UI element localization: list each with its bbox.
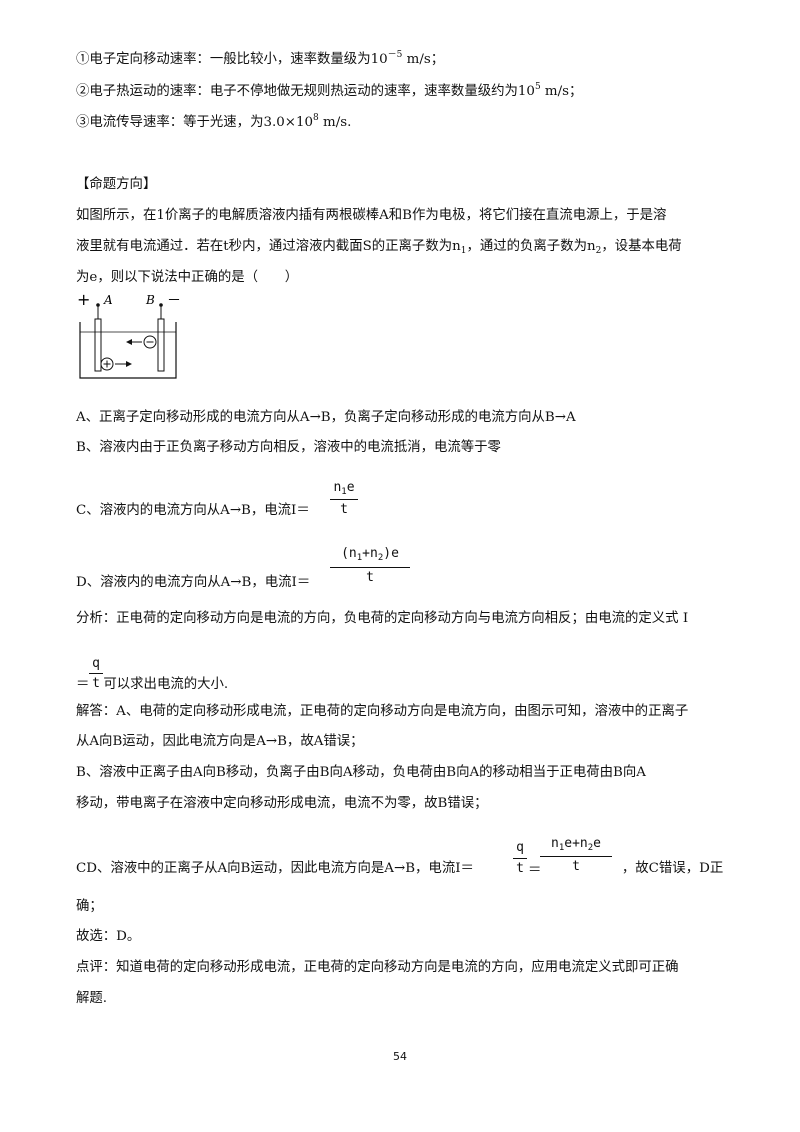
electrolysis-cell-figure: + A B － bbox=[77, 292, 181, 379]
answer-line-1: 解答：A、电荷的定向移动形成电流，正电荷的定向移动方向是电流方向，由图示可知，溶… bbox=[76, 704, 689, 719]
answer-q-over-t: q t bbox=[513, 840, 527, 878]
answer-line-3: B、溶液中正离子由A向B移动，负离子由B向A移动，负电荷由B向A的移动相当于正电… bbox=[76, 765, 646, 780]
answer-line-2: 从A向B运动，因此电流方向是A→B，故A错误； bbox=[76, 734, 364, 749]
option-a: A、正离子定向移动形成的电流方向从A→B，负离子定向移动形成的电流方向从B→A bbox=[76, 410, 576, 425]
negative-ion-icon bbox=[143, 335, 157, 349]
electrode-rod-a bbox=[94, 318, 102, 372]
section-heading: 【命题方向】 bbox=[76, 177, 157, 192]
fraction-bar bbox=[89, 673, 103, 674]
option-c: C、溶液内的电流方向从A→B，电流I＝ bbox=[76, 503, 310, 518]
negative-terminal-label: － bbox=[167, 293, 181, 309]
fraction-bar bbox=[330, 567, 410, 568]
beaker bbox=[79, 322, 177, 379]
fraction-bar bbox=[513, 858, 527, 859]
question-line-2: 液里就有电流通过．若在t秒内，通过溶液内截面S的正离子数为n1，通过的负离子数为… bbox=[76, 239, 682, 256]
answer-cd-fraction: n1e+n2e t bbox=[540, 836, 612, 880]
answer-line-4: 移动，带电离子在溶液中定向移动形成电流，电流不为零，故B错误； bbox=[76, 796, 488, 811]
option-d-fraction: (n1+n2)e t bbox=[330, 546, 410, 590]
option-d: D、溶液内的电流方向从A→B，电流I＝ bbox=[76, 575, 311, 590]
comment-line-1: 点评：知道电荷的定向移动形成电流，正电荷的定向移动方向是电流的方向，应用电流定义… bbox=[76, 960, 679, 975]
analysis-line-1: 分析：正电荷的定向移动方向是电流的方向，负电荷的定向移动方向与电流方向相反；由电… bbox=[76, 611, 689, 626]
answer-line-6: 确； bbox=[76, 899, 103, 914]
intro-item-3: ③电流传导速率：等于光速，为3.0×108 m/s. bbox=[76, 113, 352, 131]
answer-choice: 故选：D。 bbox=[76, 929, 141, 944]
answer-equals: ＝ bbox=[528, 863, 542, 878]
intro-item-2: ②电子热运动的速率：电子不停地做无规则热运动的速率，速率数量级约为105 m/s… bbox=[76, 82, 583, 100]
page-number: 54 bbox=[393, 1050, 407, 1063]
fraction-bar bbox=[330, 499, 358, 500]
option-b: B、溶液内由于正负离子移动方向相反，溶液中的电流抵消，电流等于零 bbox=[76, 440, 501, 455]
electrode-rod-b bbox=[157, 318, 165, 372]
intro-item-1: ①电子定向移动速率：一般比较小，速率数量级为10－5 m/s； bbox=[76, 50, 445, 68]
answer-cd-line: CD、溶液中的正离子从A向B运动，因此电流方向是A→B，电流I＝，故C错误，D正 bbox=[76, 861, 724, 876]
electrode-a-label: A bbox=[103, 293, 113, 307]
fraction-bar bbox=[540, 856, 612, 857]
positive-ion-icon bbox=[100, 357, 114, 371]
comment-line-2: 解题. bbox=[76, 991, 108, 1006]
option-c-fraction: n1e t bbox=[330, 480, 358, 522]
question-line-3: 为e，则以下说法中正确的是（ ） bbox=[76, 270, 299, 285]
question-line-1: 如图所示，在1价离子的电解质溶液内插有两根碳棒A和B作为电极，将它们接在直流电源… bbox=[76, 208, 667, 223]
analysis-line-2: ＝可以求出电流的大小. bbox=[76, 677, 229, 692]
positive-terminal-label: + bbox=[77, 292, 90, 309]
analysis-fraction: q t bbox=[89, 656, 103, 692]
electrode-b-label: B bbox=[145, 293, 155, 307]
